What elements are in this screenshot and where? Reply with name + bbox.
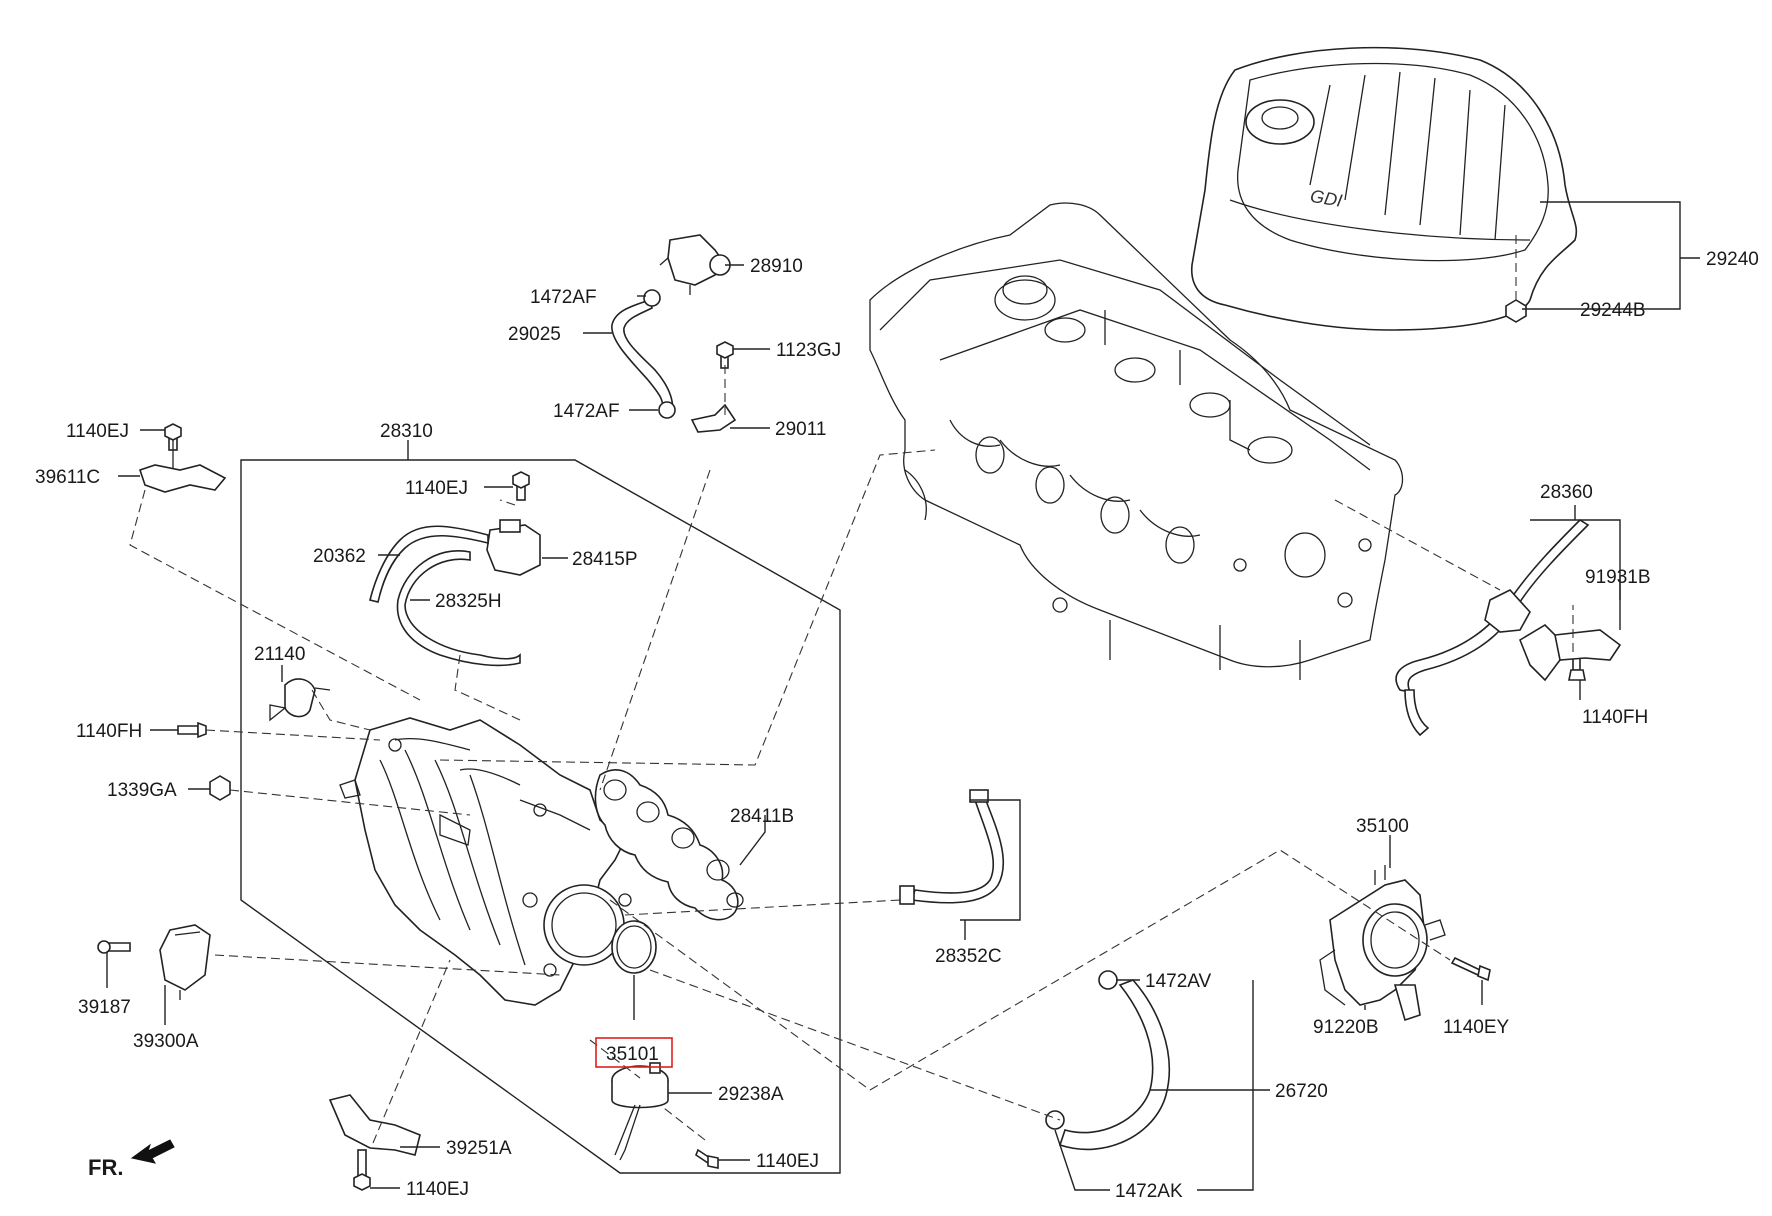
- part-labels: 29240 29244B 28910 1472AF 29025 1123GJ 1…: [35, 249, 1759, 1202]
- intake-manifold[interactable]: [339, 717, 632, 1006]
- label-39611C: 39611C: [35, 467, 100, 488]
- bolt-1140EJ-actuator[interactable]: [695, 1148, 719, 1169]
- label-1140EJ-b: 1140EJ: [405, 478, 468, 499]
- label-28325H: 28325H: [435, 591, 502, 612]
- label-1472AF-low: 1472AF: [553, 401, 620, 422]
- label-91931B: 91931B: [1585, 567, 1651, 588]
- fr-label: FR.: [88, 1155, 123, 1180]
- plug-1339GA[interactable]: [209, 775, 231, 801]
- label-1472AF-top: 1472AF: [530, 287, 597, 308]
- label-1472AV: 1472AV: [1145, 971, 1212, 992]
- leader-lines: [106, 201, 1700, 1191]
- bolt-1140FH-left[interactable]: [177, 721, 207, 739]
- label-35100: 35100: [1356, 816, 1409, 837]
- label-29025: 29025: [508, 324, 561, 345]
- label-1140FH-right: 1140FH: [1582, 707, 1648, 728]
- label-26720: 26720: [1275, 1081, 1328, 1102]
- label-39300A: 39300A: [133, 1031, 199, 1052]
- label-28360: 28360: [1540, 482, 1593, 503]
- label-21140: 21140: [254, 644, 305, 665]
- arrow-left-icon: [130, 1139, 175, 1164]
- label-1123GJ: 1123GJ: [776, 340, 841, 361]
- label-28310: 28310: [380, 421, 433, 442]
- group-28310-outline: [240, 459, 841, 1174]
- fitting-21140[interactable]: [269, 678, 331, 722]
- hose-26720[interactable]: [1045, 970, 1171, 1151]
- label-20362: 20362: [313, 546, 366, 567]
- gasket-28411B[interactable]: [594, 769, 744, 921]
- water-pipe-28360[interactable]: [1395, 518, 1590, 737]
- engine-cover[interactable]: GDI: [1191, 46, 1578, 331]
- label-1140EY: 1140EY: [1443, 1017, 1510, 1038]
- bolt-1140EJ-top[interactable]: [512, 471, 530, 501]
- label-39251A: 39251A: [446, 1138, 512, 1159]
- label-39187: 39187: [78, 997, 131, 1018]
- hose-28352C[interactable]: [899, 789, 1005, 905]
- label-91220B: 91220B: [1313, 1017, 1379, 1038]
- hose-20362[interactable]: [369, 525, 489, 603]
- front-direction-indicator: FR.: [88, 1139, 175, 1180]
- bolt-1140EJ-bottom[interactable]: [353, 1149, 371, 1191]
- hose-29025[interactable]: [611, 289, 676, 419]
- label-35101: 35101: [606, 1044, 659, 1065]
- hose-28325H[interactable]: [396, 550, 521, 667]
- label-29238A: 29238A: [718, 1084, 784, 1105]
- nut-29244B[interactable]: [1505, 235, 1527, 323]
- label-1472AK: 1472AK: [1115, 1181, 1183, 1202]
- gasket-35101[interactable]: [611, 920, 657, 974]
- label-1140FH-left: 1140FH: [76, 721, 142, 742]
- solenoid-28415P[interactable]: [486, 519, 541, 576]
- bracket-39251A[interactable]: [328, 1094, 421, 1156]
- bracket-91931B[interactable]: [1554, 629, 1622, 661]
- label-1339GA: 1339GA: [107, 780, 177, 801]
- pcv-valve-28910[interactable]: [659, 234, 731, 295]
- dashed-leaders: [129, 365, 1574, 1144]
- label-1140EJ-d: 1140EJ: [406, 1179, 469, 1200]
- label-28352C: 28352C: [935, 946, 1002, 967]
- bracket-29011[interactable]: [690, 403, 737, 433]
- label-28910: 28910: [750, 256, 803, 277]
- label-29240: 29240: [1706, 249, 1759, 270]
- map-sensor-39300A[interactable]: [159, 924, 211, 1000]
- highlight-box-35101: [595, 1037, 673, 1068]
- label-1140EJ-c: 1140EJ: [756, 1151, 819, 1172]
- engine-block: [869, 202, 1404, 680]
- label-29011: 29011: [775, 419, 826, 440]
- label-28411B: 28411B: [730, 806, 794, 827]
- label-1140EJ-a: 1140EJ: [66, 421, 129, 442]
- bolt-1123GJ[interactable]: [716, 341, 734, 369]
- actuator-29238A[interactable]: [611, 1062, 669, 1161]
- label-28415P: 28415P: [572, 549, 638, 570]
- bolt-39187[interactable]: [97, 940, 131, 954]
- label-29244B: 29244B: [1580, 300, 1646, 321]
- throttle-body-35100[interactable]: [1319, 865, 1446, 1022]
- bolt-1140EY[interactable]: [1450, 956, 1491, 982]
- bracket-39611C[interactable]: [138, 440, 227, 493]
